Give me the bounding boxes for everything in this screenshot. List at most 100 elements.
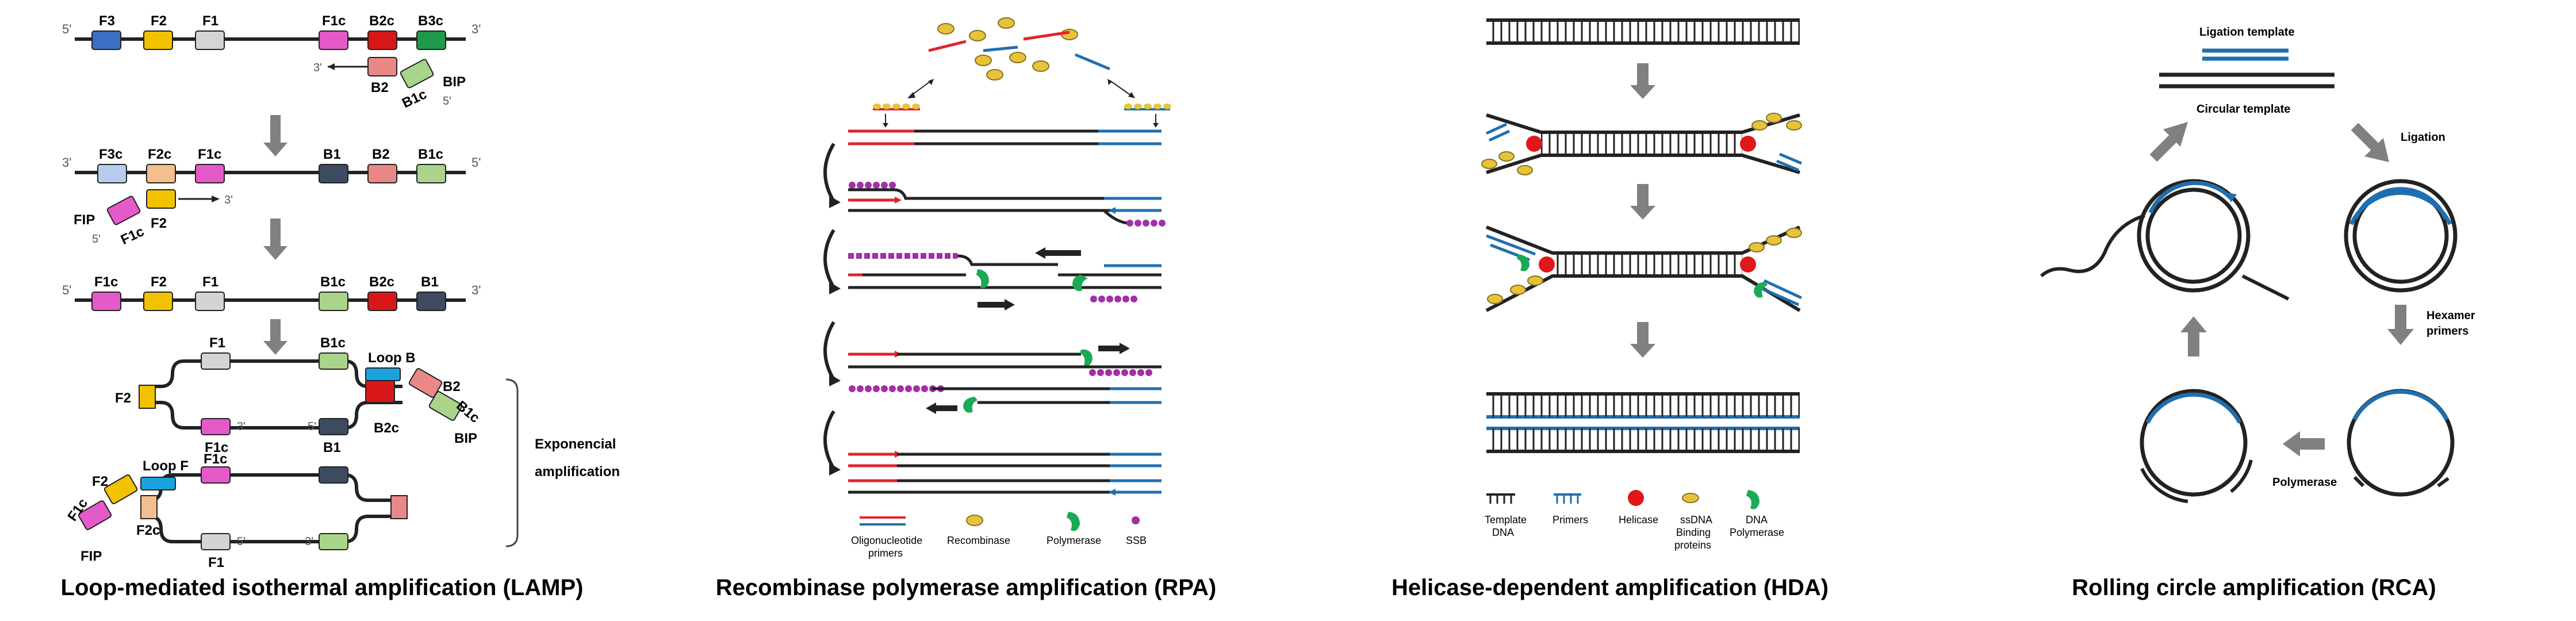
svg-text:F3c: F3c <box>99 147 122 162</box>
svg-text:5': 5' <box>471 155 481 170</box>
svg-text:FIP: FIP <box>74 212 95 228</box>
hda-down-arrow-1 <box>1630 63 1655 99</box>
rpa-caption: Recombinase polymerase amplification (RP… <box>715 575 1217 600</box>
rpa-recombinase-complex-right <box>1124 103 1171 128</box>
svg-text:B2c: B2c <box>374 420 399 436</box>
hda-caption: Helicase-dependent amplification (HDA) <box>1391 575 1829 600</box>
svg-text:Helicase: Helicase <box>1619 514 1658 526</box>
lamp-row2-F2c: F2c <box>146 147 176 183</box>
svg-text:Polymerase: Polymerase <box>2272 476 2337 489</box>
rpa-stage5-products <box>848 451 1162 496</box>
hda-products <box>1486 392 1800 453</box>
svg-text:F3: F3 <box>99 13 115 29</box>
svg-text:Ligation: Ligation <box>2401 131 2445 144</box>
lamp-dumbbell-lower: Loop F F2 F1c FIP F2c F1c 5' F1 3' <box>64 451 408 570</box>
lamp-row2-B1c: B1c <box>416 147 446 183</box>
svg-text:F1c: F1c <box>94 274 118 290</box>
lamp-panel: 5' 3' F3 F2 F1 F1c B2c <box>0 0 644 621</box>
lamp-row2-B1: B1 <box>319 147 348 183</box>
svg-text:F2: F2 <box>92 474 108 489</box>
rpa-stage4-elongation <box>848 343 1162 414</box>
svg-text:F2c: F2c <box>148 147 171 162</box>
lamp-down-arrow-3 <box>263 319 288 355</box>
svg-text:BIP: BIP <box>443 74 466 90</box>
rca-panel: Ligation template Circular template Liga… <box>1932 0 2576 621</box>
svg-text:5': 5' <box>62 283 71 297</box>
lamp-row3-F2: F2 <box>143 274 173 311</box>
lamp-diagram: 5' 3' F3 F2 F1 F1c B2c <box>62 13 620 570</box>
svg-text:primers: primers <box>2426 325 2468 338</box>
lamp-row3-F1: F1 <box>195 274 225 311</box>
lamp-caption: Loop-mediated isothermal amplification (… <box>60 575 584 600</box>
svg-text:Circular template: Circular template <box>2196 103 2290 116</box>
lamp-dumbbell-upper: F2 F1 3' F1c B1c 5' B1 B2c Loop B B2 B1c <box>115 335 482 455</box>
svg-text:F2: F2 <box>115 390 131 406</box>
svg-text:F1: F1 <box>209 335 225 351</box>
svg-text:DNA: DNA <box>1746 514 1768 526</box>
svg-text:B1c: B1c <box>418 147 443 162</box>
hda-legend: Template DNA Primers Helicase ssDNA Bind… <box>1485 490 1784 551</box>
svg-text:Polymerase: Polymerase <box>1046 535 1101 546</box>
lamp-row1-F1: F1 <box>195 13 225 50</box>
svg-text:Loop B: Loop B <box>368 350 416 366</box>
svg-text:amplification: amplification <box>535 464 620 480</box>
rca-circle-rolling <box>2040 179 2290 301</box>
svg-text:F2c: F2c <box>136 523 160 538</box>
rpa-panel: Oligonucleotide primers Recombinase Poly… <box>644 0 1288 621</box>
rpa-stage1-template <box>848 129 1162 145</box>
rca-arrow-ligation: Ligation <box>2351 122 2445 162</box>
svg-text:3': 3' <box>471 283 481 297</box>
svg-text:5': 5' <box>443 95 451 108</box>
lamp-row1-F3: F3 <box>91 13 121 50</box>
svg-text:Loop F: Loop F <box>143 458 189 474</box>
svg-text:primers: primers <box>868 547 903 559</box>
rca-circle-extending <box>2140 389 2253 503</box>
svg-text:Exponencial: Exponencial <box>535 436 616 452</box>
rca-arrow-polymerase: Polymerase <box>2272 431 2337 489</box>
svg-text:5': 5' <box>92 233 101 246</box>
hda-down-arrow-2 <box>1630 184 1655 220</box>
lamp-row2-B2: B2 <box>367 147 397 183</box>
lamp-row3-B2c: B2c <box>367 274 397 311</box>
svg-text:F2: F2 <box>151 13 167 29</box>
svg-text:F1c: F1c <box>118 224 147 248</box>
rpa-diagram: Oligonucleotide primers Recombinase Poly… <box>823 17 1171 559</box>
svg-text:3': 3' <box>224 194 233 206</box>
lamp-down-arrow-2 <box>263 218 288 260</box>
svg-text:B2: B2 <box>371 80 389 95</box>
svg-text:Hexamer: Hexamer <box>2426 309 2475 322</box>
svg-text:B1c: B1c <box>320 335 346 351</box>
rpa-recombinase-complex-left <box>873 103 920 128</box>
svg-text:SSB: SSB <box>1126 535 1147 546</box>
rpa-stage2-invasion <box>848 182 1166 227</box>
svg-text:B1c: B1c <box>400 86 429 111</box>
hda-extension <box>1485 225 1803 312</box>
svg-text:Ligation template: Ligation template <box>2199 26 2295 39</box>
svg-text:B1: B1 <box>421 274 439 290</box>
svg-text:F1c: F1c <box>204 451 227 467</box>
lamp-row2-F3c: F3c <box>97 147 127 183</box>
rpa-legend: Oligonucleotide primers Recombinase Poly… <box>851 512 1147 559</box>
rca-top-templates: Ligation template Circular template <box>2159 26 2334 116</box>
svg-text:F1c: F1c <box>322 13 346 29</box>
hda-unwinding <box>1481 113 1802 175</box>
rca-arrow-up <box>2180 316 2207 356</box>
lamp-bip-primer: 3' B2 B1c BIP 5' <box>313 57 466 111</box>
svg-text:F2: F2 <box>151 216 167 231</box>
svg-text:F1: F1 <box>202 13 218 29</box>
svg-text:Recombinase: Recombinase <box>947 535 1010 546</box>
svg-text:F1c: F1c <box>198 147 221 162</box>
lamp-row1-5prime: 5' <box>62 22 71 36</box>
rca-caption: Rolling circle amplification (RCA) <box>2072 575 2436 600</box>
svg-text:5': 5' <box>237 535 246 548</box>
lamp-down-arrow-1 <box>263 115 288 156</box>
rca-circle-ligated <box>2344 179 2458 293</box>
svg-text:F1: F1 <box>202 274 218 290</box>
svg-text:proteins: proteins <box>1674 539 1711 551</box>
rpa-free-components <box>907 17 1135 98</box>
svg-text:FIP: FIP <box>80 549 102 564</box>
hda-diagram: Template DNA Primers Helicase ssDNA Bind… <box>1481 18 1803 551</box>
svg-text:3': 3' <box>305 535 313 548</box>
rca-arrow-top-left <box>2149 122 2188 162</box>
